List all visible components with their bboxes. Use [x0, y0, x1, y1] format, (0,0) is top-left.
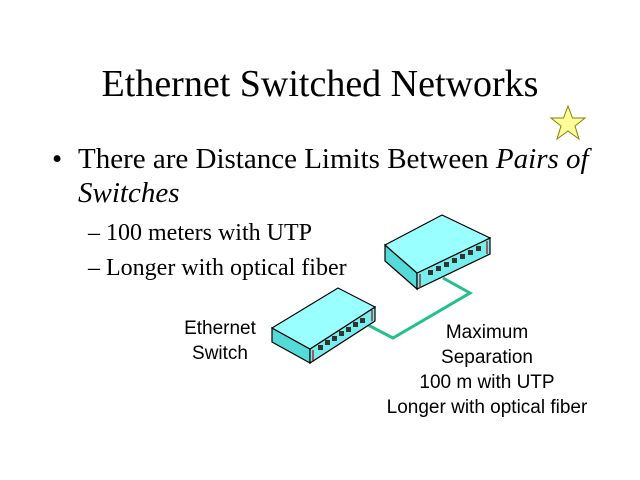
- switch-label-line: Switch: [192, 343, 248, 364]
- bullet-marker: •: [52, 143, 63, 175]
- sub-item-fiber: – Longer with optical fiber: [88, 255, 347, 281]
- star-icon: [549, 104, 587, 141]
- separation-label-line: Separation: [441, 347, 533, 368]
- sub-item-utp: – 100 meters with UTP: [88, 220, 312, 246]
- switch-label: Ethernet Switch: [170, 316, 270, 366]
- cable: [367, 276, 474, 340]
- separation-label-line: Maximum: [445, 322, 529, 343]
- bullet-text-italic: Pairs of Switches: [78, 143, 589, 209]
- switch-label-line: Ethernet: [184, 318, 256, 339]
- switch-upper: [383, 214, 492, 291]
- switch-lower: [270, 287, 377, 365]
- separation-label-line: Longer with optical fiber: [386, 397, 588, 418]
- slide-title: Ethernet Switched Networks: [101, 63, 539, 105]
- bullet-text: There are Distance Limits Between: [78, 143, 496, 175]
- separation-label: Maximum Separation 100 m with UTP Longer…: [367, 320, 607, 420]
- separation-label-line: 100 m with UTP: [419, 372, 555, 393]
